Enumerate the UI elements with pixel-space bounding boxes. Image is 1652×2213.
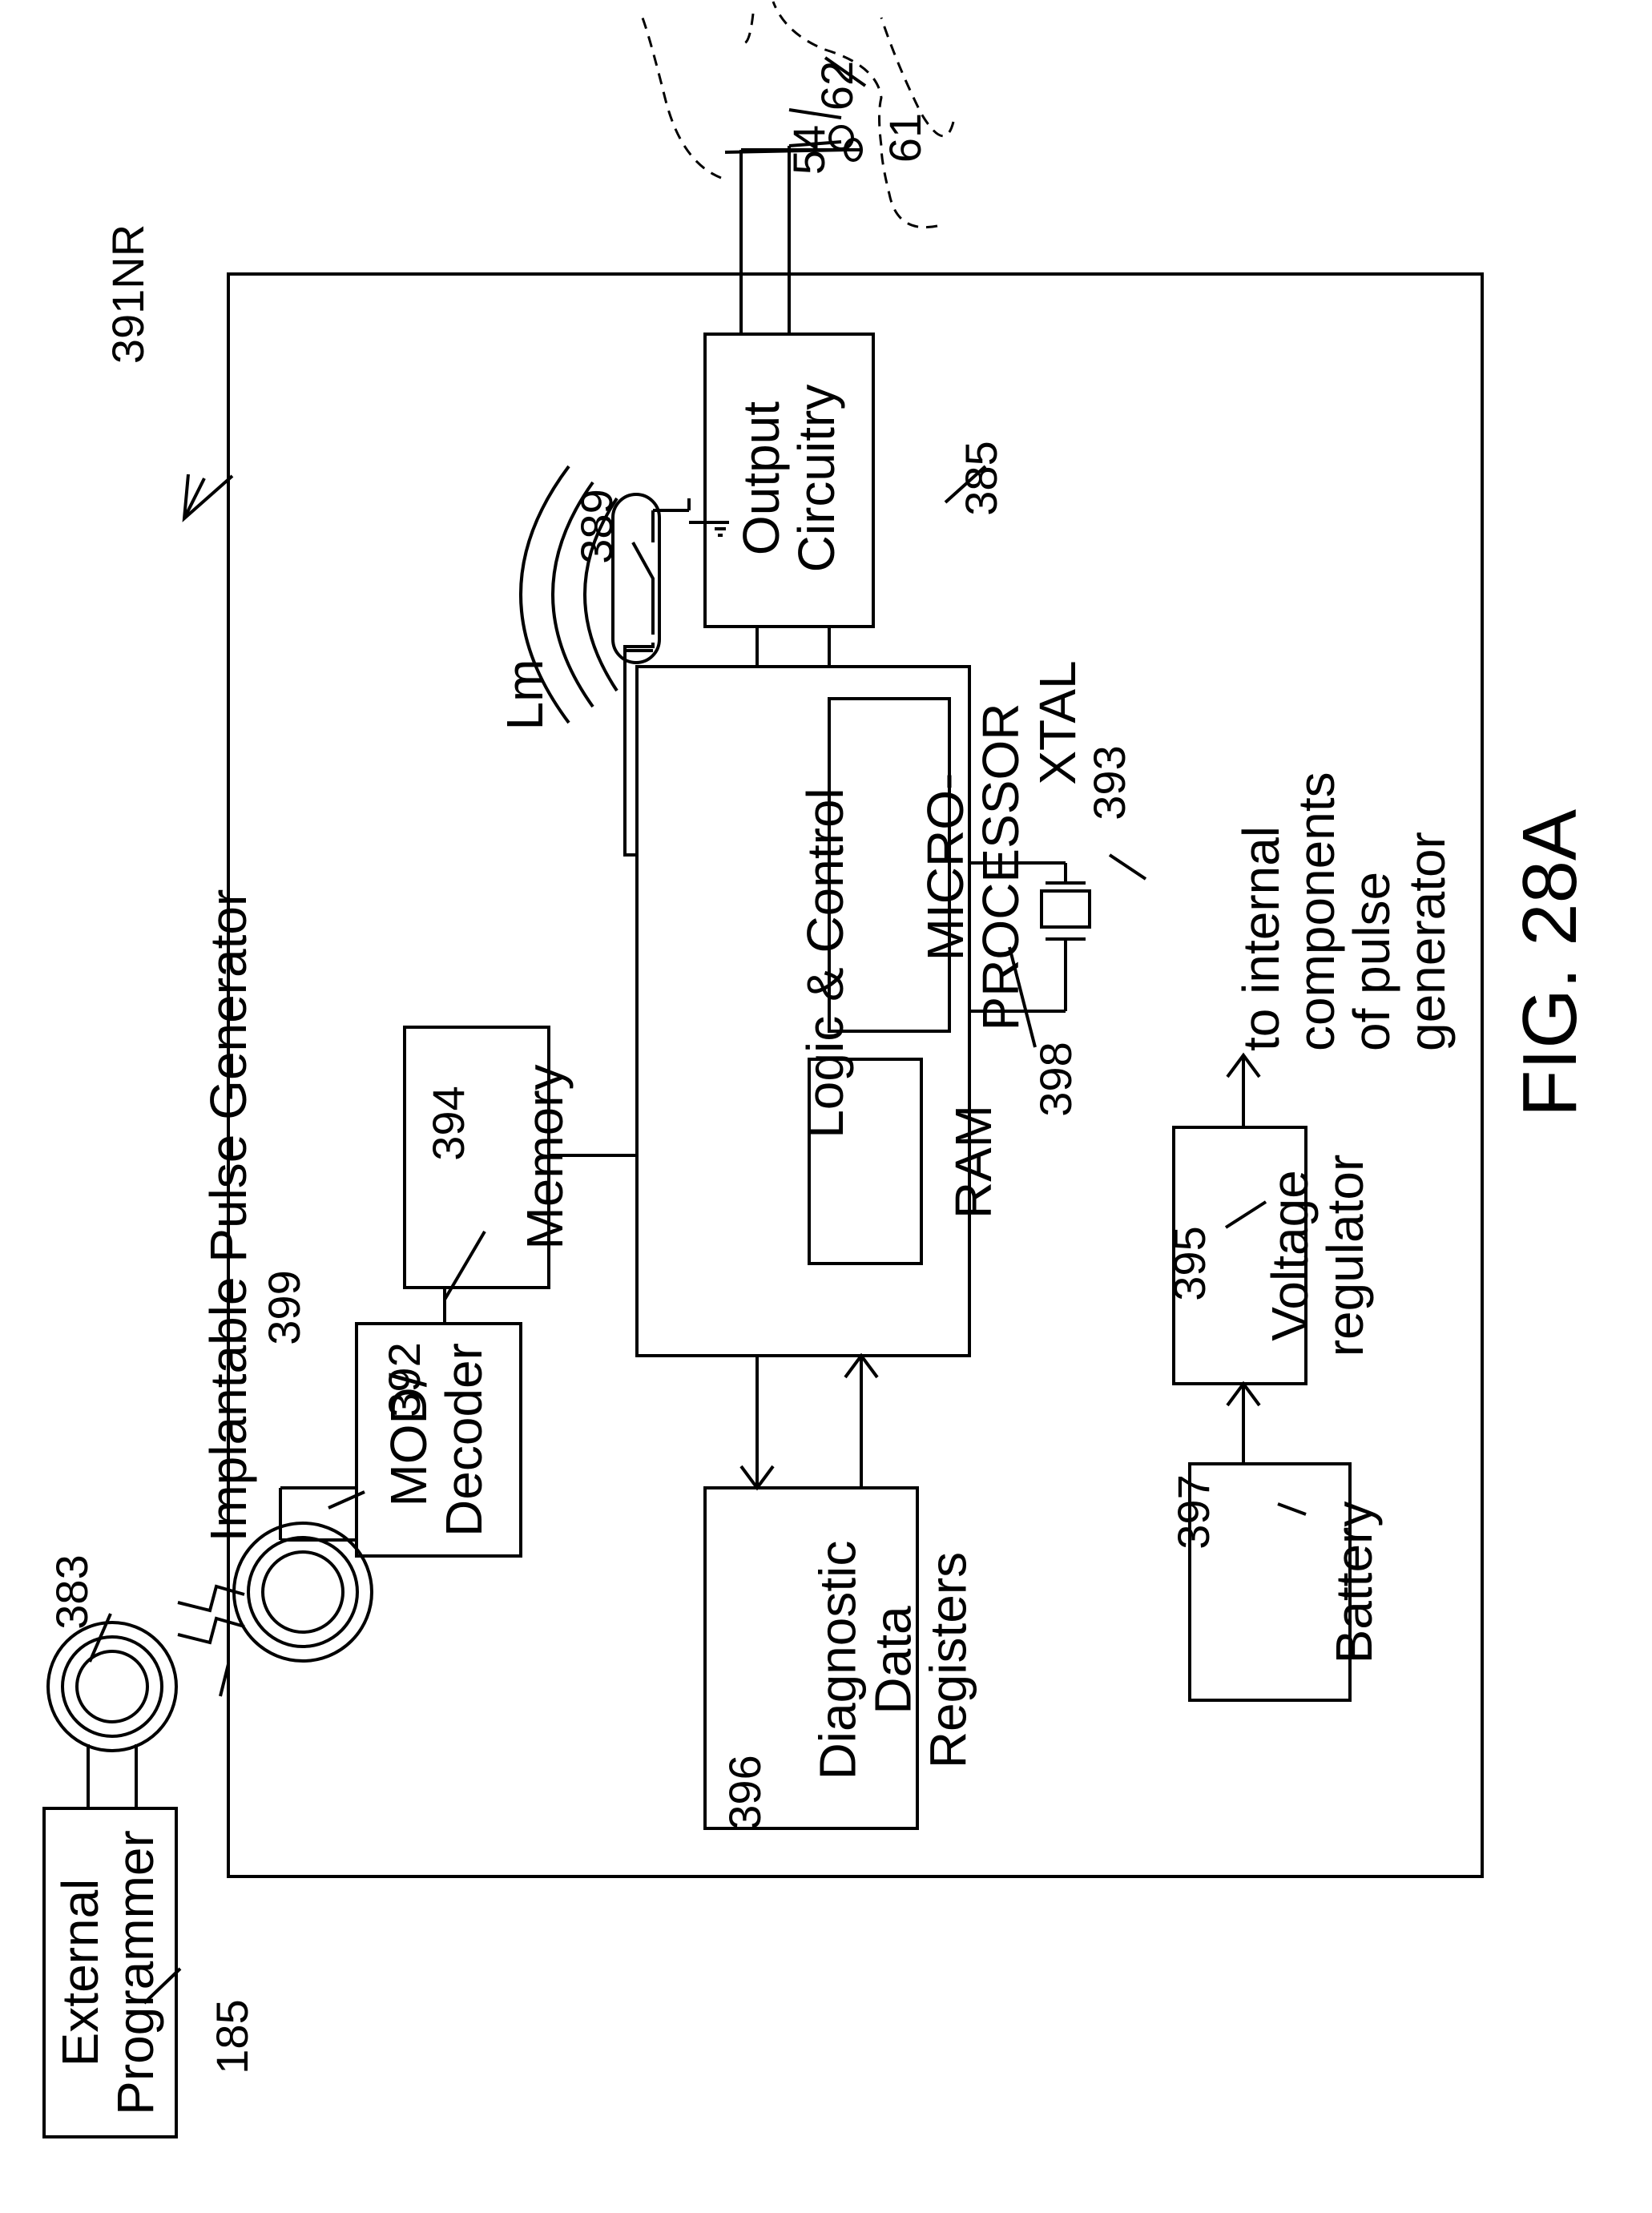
ref-395: 395 <box>1167 1226 1212 1300</box>
lm-label: Lm <box>499 659 550 731</box>
logic-control-label: Logic & Control <box>800 788 851 1139</box>
ref-185: 185 <box>210 1999 255 2074</box>
programmer-coil-icon <box>48 1622 176 1751</box>
battery-label: Battery <box>1328 1502 1380 1664</box>
ref-383: 383 <box>50 1554 95 1629</box>
microprocessor-label: MICRO- PROCESSOR <box>918 703 1029 1031</box>
ref-389: 389 <box>574 489 619 563</box>
ref-399: 399 <box>262 1270 307 1344</box>
ref-397: 397 <box>1171 1474 1216 1549</box>
figure-label: FIG. 28A <box>1512 809 1589 1117</box>
ref-396: 396 <box>723 1755 768 1829</box>
ref-391nr: 391NR <box>106 224 151 364</box>
memory-label: Memory <box>519 1064 570 1249</box>
ipg-coil-icon <box>234 1523 372 1661</box>
ref-385: 385 <box>959 441 1004 515</box>
ref-393: 393 <box>1087 745 1132 820</box>
voltage-regulator-label: Voltage regulator <box>1263 1155 1373 1357</box>
ref-398: 398 <box>1034 1042 1078 1116</box>
device-title: Implantable Pulse Generator <box>203 889 254 1542</box>
ref-61: 61 <box>883 113 928 163</box>
ref-54: 54 <box>787 125 832 175</box>
mod-decoder-label: MOD/ Decoder <box>381 1343 492 1537</box>
to-internal-label: to internal components of pulse generato… <box>1234 772 1455 1051</box>
diag-registers-label: Diagnostic Data Registers <box>810 1541 976 1780</box>
output-circuitry-label: Output Circuitry <box>734 385 844 573</box>
external-programmer-label: External Programmer <box>53 1830 163 2115</box>
ram-label: RAM <box>948 1105 999 1219</box>
xtal-label: XTAL <box>1032 660 1083 784</box>
reed-switch-icon <box>613 494 729 663</box>
ref-394: 394 <box>426 1086 471 1160</box>
ref-62: 62 <box>815 61 860 111</box>
